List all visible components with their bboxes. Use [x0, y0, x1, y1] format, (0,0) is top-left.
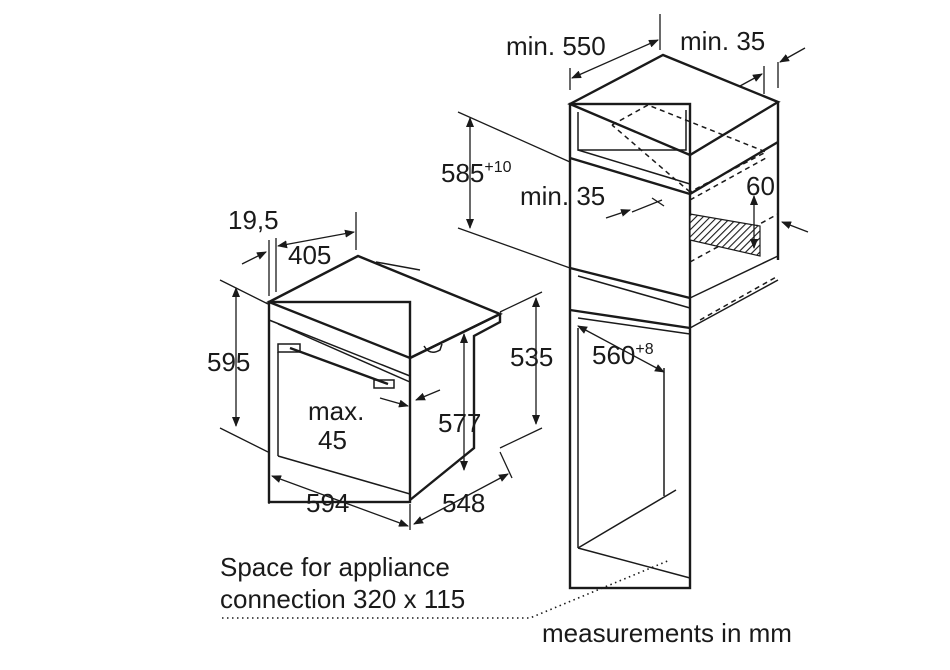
dim-560-tolerance: +8	[635, 341, 653, 358]
oven-dimension-lines	[219, 212, 543, 530]
oven-drawing	[266, 254, 503, 504]
cabinet-drawing	[567, 53, 781, 590]
dim-560: 560+8	[592, 340, 654, 370]
dim-594: 594	[306, 488, 349, 518]
dim-max-45-label: max.	[308, 396, 364, 426]
dim-min-35-top: min. 35	[680, 26, 765, 56]
dim-585-tolerance: +10	[484, 159, 511, 176]
dim-19-5: 19,5	[228, 205, 279, 235]
cabinet-dimension-lines	[457, 14, 809, 373]
dim-405: 405	[288, 240, 331, 270]
dim-577: 577	[438, 408, 481, 438]
appliance-space-note-line1: Space for appliance	[220, 552, 450, 582]
dim-535: 535	[510, 342, 553, 372]
dim-min-35-mid: min. 35	[520, 181, 605, 211]
appliance-space-note-line2: connection 320 x 115	[220, 584, 465, 614]
units-note: measurements in mm	[542, 618, 792, 648]
dim-max-45-value: 45	[318, 425, 347, 455]
dim-585-value: 585	[441, 158, 484, 188]
dim-548: 548	[442, 488, 485, 518]
dim-585: 585+10	[441, 158, 512, 188]
dim-60: 60	[746, 171, 775, 201]
dim-min-550: min. 550	[506, 31, 606, 61]
dim-560-value: 560	[592, 340, 635, 370]
dim-595: 595	[207, 347, 250, 377]
